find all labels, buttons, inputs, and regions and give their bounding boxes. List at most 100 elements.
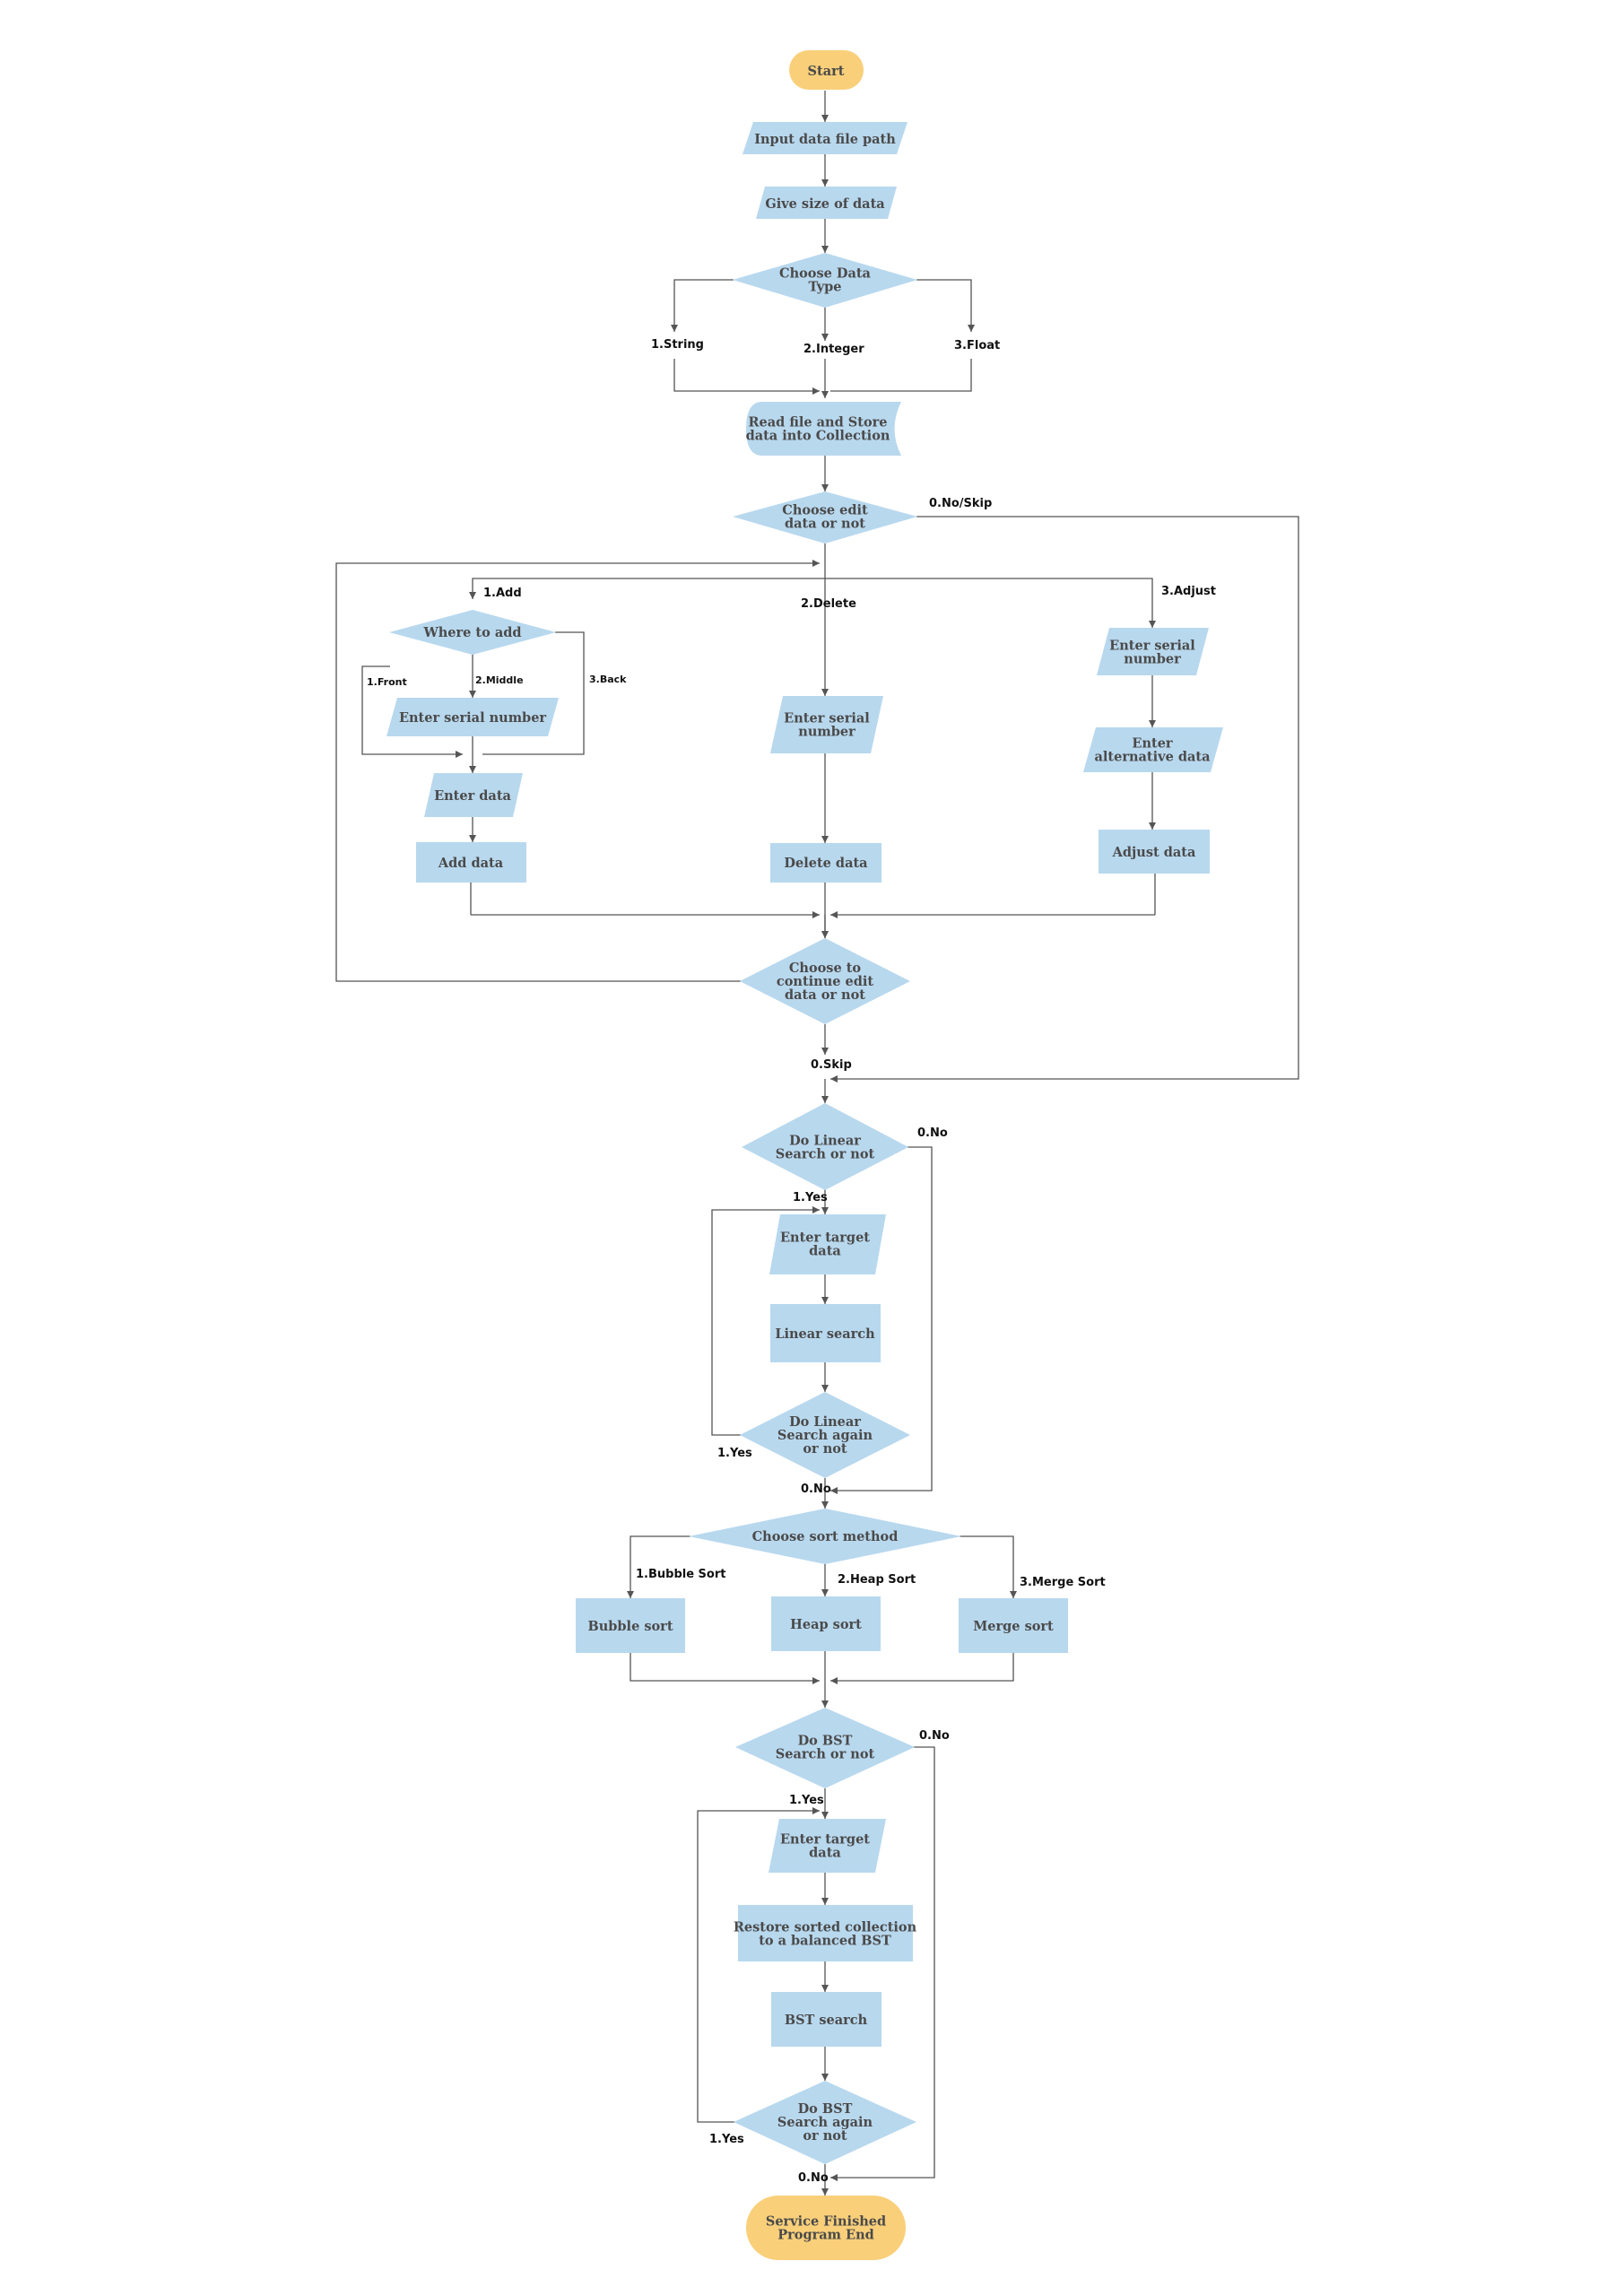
node-add-data: Add data: [416, 842, 526, 883]
node-choose-sort-method: Choose sort method: [689, 1509, 961, 1564]
node-label-line: number: [798, 725, 855, 740]
node-label-line: continue edit: [777, 974, 873, 989]
node-label-linear-search: Linear search: [775, 1326, 875, 1342]
node-label-line: BST search: [785, 2013, 868, 2028]
label-bst-again-yes: 1.Yes: [709, 2133, 744, 2146]
node-adjust-data: Adjust data: [1099, 830, 1210, 874]
label-bst-no: 0.No: [919, 1729, 950, 1743]
node-label-line: Linear search: [775, 1326, 875, 1342]
node-label-line: Delete data: [784, 856, 868, 871]
node-label-delete-data: Delete data: [784, 856, 868, 871]
label-linear-yes: 1.Yes: [793, 1191, 828, 1205]
node-enter-data: Enter data: [424, 773, 523, 817]
node-label-bubble: Bubble sort: [587, 1619, 673, 1634]
label-integer: 2.Integer: [803, 343, 864, 356]
node-label-line: Start: [808, 64, 845, 79]
node-label-line: Search or not: [776, 1747, 875, 1762]
label-front: 1.Front: [367, 676, 407, 688]
node-label-merge: Merge sort: [973, 1619, 1054, 1634]
node-label-start: Start: [808, 64, 845, 79]
label-heap-sort: 2.Heap Sort: [838, 1573, 916, 1587]
node-label-line: to a balanced BST: [759, 1934, 891, 1949]
label-linear-no: 0.No: [917, 1126, 948, 1140]
label-skip: 0.Skip: [811, 1058, 852, 1072]
node-label-line: Enter serial number: [399, 710, 546, 726]
node-label-line: Service Finished: [766, 2214, 886, 2230]
node-delete-data: Delete data: [770, 843, 881, 883]
node-label-line: Where to add: [422, 625, 521, 640]
label-string: 1.String: [651, 338, 704, 352]
node-label-line: Enter data: [434, 788, 511, 804]
node-label-line: Choose sort method: [752, 1529, 899, 1544]
node-label-heap: Heap sort: [790, 1617, 862, 1632]
label-back: 3.Back: [589, 674, 627, 685]
label-bst-yes: 1.Yes: [789, 1794, 824, 1807]
node-label-line: Add data: [438, 856, 504, 871]
label-delete: 2.Delete: [801, 597, 856, 611]
node-label-line: Enter: [1132, 736, 1173, 752]
node-label-line: data into Collection: [746, 429, 890, 444]
node-label-line: data or not: [785, 987, 865, 1003]
node-label-line: data: [809, 1244, 841, 1259]
label-bubble-sort: 1.Bubble Sort: [636, 1568, 725, 1581]
label-merge-sort: 3.Merge Sort: [1020, 1576, 1106, 1589]
node-label-line: Restore sorted collection: [734, 1920, 917, 1935]
node-label-line: Enter target: [780, 1231, 870, 1246]
node-add-enter-serial-number: Enter serial number: [386, 698, 559, 736]
node-bst-search: BST search: [771, 1992, 881, 2047]
node-label-add-data: Add data: [438, 856, 504, 871]
node-label-line: or not: [803, 1441, 847, 1457]
node-label-line: Heap sort: [790, 1617, 862, 1632]
node-label-line: Do Linear: [789, 1414, 861, 1430]
node-label-line: data or not: [785, 517, 865, 532]
edge-labels: 1.String 2.Integer 3.Float 0.No/Skip 1.A…: [367, 338, 1216, 2185]
node-label-line: Do BST: [798, 1734, 853, 1749]
node-label-line: number: [1124, 652, 1181, 667]
node-label-where-add: Where to add: [422, 625, 521, 640]
node-label-give-size: Give size of data: [765, 196, 885, 212]
node-label-line: Search or not: [776, 1147, 875, 1162]
node-label-line: data: [809, 1846, 841, 1861]
label-linear-again-yes: 1.Yes: [717, 1447, 752, 1460]
connectors: [335, 91, 1299, 2196]
node-label-line: Enter serial: [1109, 639, 1195, 654]
node-label-line: Bubble sort: [587, 1619, 673, 1634]
node-label-adjust-data: Adjust data: [1112, 845, 1196, 860]
node-give-size-of-data: Give size of data: [756, 187, 897, 219]
node-label-line: Do BST: [798, 2101, 853, 2117]
node-label-line: alternative data: [1095, 750, 1211, 765]
node-label-line: or not: [803, 2128, 847, 2144]
node-label-line: Do Linear: [789, 1134, 861, 1149]
node-label-enter-data: Enter data: [434, 788, 511, 804]
node-label-line: Merge sort: [973, 1619, 1054, 1634]
node-linear-search: Linear search: [770, 1304, 881, 1362]
node-label-line: Search again: [777, 2115, 873, 2130]
node-heap-sort: Heap sort: [771, 1596, 881, 1651]
label-linear-again-no: 0.No: [801, 1483, 831, 1496]
node-label-bst-search: BST search: [785, 2013, 868, 2028]
node-label-line: Choose edit: [782, 503, 868, 518]
